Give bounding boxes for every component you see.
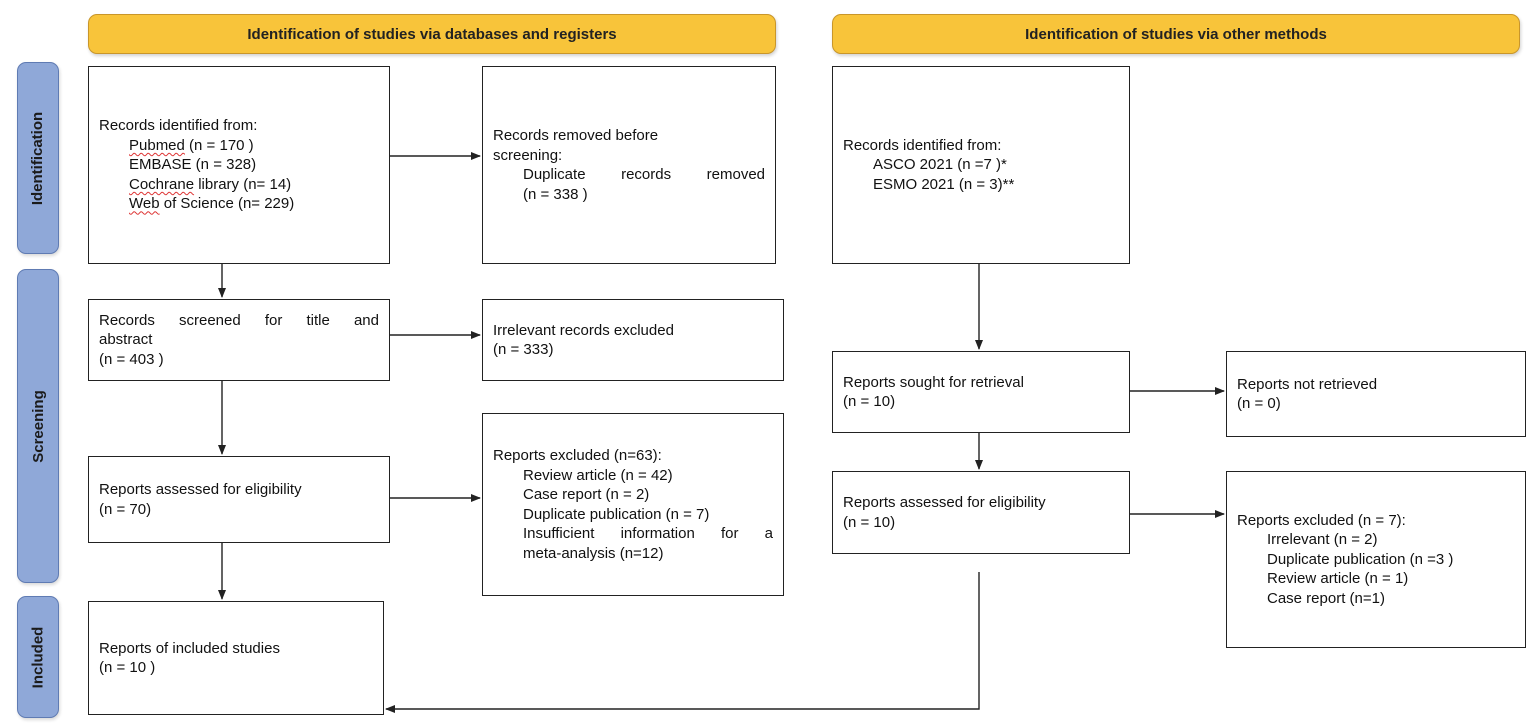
included-title: Reports of included studies [99,639,280,657]
sought-count: (n = 10) [843,393,896,410]
box-records-removed: Records removed before screening: Duplic… [482,66,776,264]
header-databases-registers: Identification of studies via databases … [88,14,776,54]
insuff-w4: a [764,525,773,542]
irrelevant-count: (n = 333) [493,341,554,358]
assessed-title: Reports assessed for eligibility [99,481,302,498]
box-reports-assessed-other: Reports assessed for eligibility (n = 10… [832,471,1130,554]
not-retrieved-count: (n = 0) [1237,395,1281,412]
removed-line2: screening: [493,146,563,164]
screened-line1: Records screened for title and [99,311,379,331]
not-retrieved-title: Reports not retrieved [1237,375,1378,393]
other-assessed-count: (n = 10) [843,513,896,531]
other-identified-title: Records identified from: [843,136,1002,154]
esmo-line: ESMO 2021 (n = 3)** [873,175,1015,193]
dup-word3: removed [706,166,765,183]
box-records-identified-other: Records identified from: ASCO 2021 (n =7… [832,66,1130,264]
arrow-other-to-included [385,572,980,713]
header-other-methods: Identification of studies via other meth… [832,14,1520,54]
screened-line2: abstract [99,331,153,349]
other-excluded-title: Reports excluded (n = 7): [1237,511,1406,529]
other-excluded-review: Review article (n = 1) [1267,570,1409,588]
box-records-identified-databases: Records identified from: Pubmed (n = 170… [88,66,390,264]
sought-title: Reports sought for retrieval [843,373,1024,391]
insuff-w2: information [620,525,695,542]
pubmed-line: Pubmed (n = 170 ) [99,136,379,156]
excluded-insufficient-line2: meta-analysis (n=12) [523,544,664,562]
box-reports-sought: Reports sought for retrieval (n = 10) [832,351,1130,433]
other-assessed-title: Reports assessed for eligibility [843,494,1046,511]
box-reports-excluded-databases: Reports excluded (n=63): Review article … [482,413,784,596]
screened-w1: Records [99,311,155,329]
excluded-title: Reports excluded (n=63): [493,447,662,464]
header-databases-registers-label: Identification of studies via databases … [247,25,617,43]
removed-line1: Records removed before [493,127,659,144]
irrelevant-title: Irrelevant records excluded [493,321,674,339]
web-of-science-line: Web of Science (n= 229) [99,194,379,214]
excluded-case: Case report (n = 2) [523,486,650,503]
phase-identification: Identification [17,62,59,254]
box-reports-included: Reports of included studies (n = 10 ) [88,601,384,715]
screened-w4: title [306,311,330,329]
box-reports-excluded-other: Reports excluded (n = 7): Irrelevant (n … [1226,471,1526,648]
pubmed-name: Pubmed [129,136,185,154]
insuff-w3: for [720,525,739,542]
web-rest: of Science (n= 229) [159,195,295,213]
screened-w3: for [264,311,283,329]
box-reports-assessed-databases: Reports assessed for eligibility (n = 70… [88,456,390,543]
other-excluded-irrelevant: Irrelevant (n = 2) [1267,531,1378,549]
phase-included: Included [17,596,59,718]
dup-word2: records [621,166,672,183]
phase-screening: Screening [17,269,59,583]
asco-line: ASCO 2021 (n =7 )* [873,156,1007,174]
box-irrelevant-excluded: Irrelevant records excluded (n = 333) [482,299,784,381]
cochrane-rest: library (n= 14) [194,175,292,193]
screened-count: (n = 403 ) [99,350,164,368]
other-excluded-case: Case report (n=1) [1267,589,1385,607]
cochrane-line: Cochrane library (n= 14) [99,175,379,195]
removed-count: (n = 338 ) [523,185,588,203]
screened-w5: and [353,311,379,329]
box-reports-not-retrieved: Reports not retrieved (n = 0) [1226,351,1526,437]
excluded-duplicate: Duplicate publication (n = 7) [523,505,710,523]
insuff-w1: Insufficient [523,525,595,542]
pubmed-count: (n = 170 ) [184,136,254,154]
dup-word1: Duplicate [523,166,586,183]
web-name: Web [129,195,160,213]
header-other-methods-label: Identification of studies via other meth… [1025,25,1327,43]
duplicate-removed-line: Duplicate records removed [493,165,765,185]
assessed-count: (n = 70) [99,500,152,518]
cochrane-name: Cochrane [129,175,195,193]
excluded-review: Review article (n = 42) [523,466,673,484]
screened-w2: screened [178,311,241,329]
excluded-insufficient-line1: Insufficient information for a [493,524,773,544]
embase-line: EMBASE (n = 328) [129,156,257,174]
included-count: (n = 10 ) [99,659,156,676]
records-identified-title: Records identified from: [99,117,258,135]
box-records-screened: Records screened for title and abstract … [88,299,390,381]
other-excluded-duplicate: Duplicate publication (n =3 ) [1267,550,1454,568]
